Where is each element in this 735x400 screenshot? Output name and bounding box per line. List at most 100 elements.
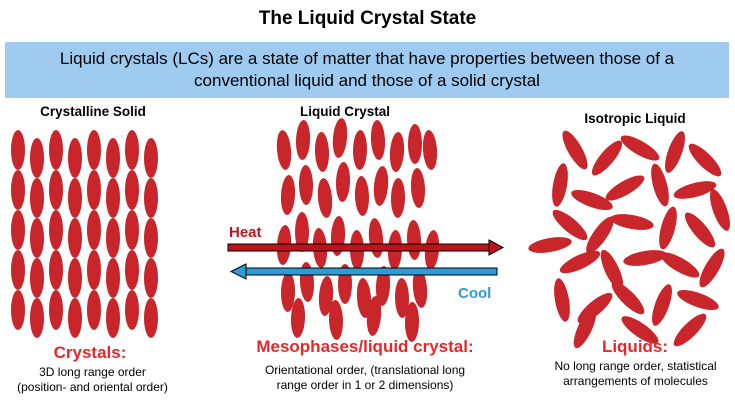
- molecule-shape: [87, 250, 101, 290]
- molecule-shape: [389, 132, 405, 172]
- cool-arrow: [229, 263, 498, 280]
- liquid-crystal-molecules: [276, 118, 440, 342]
- molecule-shape: [87, 290, 101, 330]
- molecule-shape: [87, 210, 101, 250]
- molecule-shape: [144, 298, 158, 338]
- molecule-shape: [125, 170, 139, 210]
- molecule-shape: [352, 130, 368, 170]
- molecule-shape: [410, 168, 426, 208]
- molecule-shape: [280, 272, 296, 312]
- molecule-shape: [87, 130, 101, 170]
- definition-line-1: Liquid crystals (LCs) are a state of mat…: [59, 49, 675, 68]
- molecule-shape: [68, 178, 82, 218]
- molecule-shape: [49, 170, 63, 210]
- molecule-shape: [554, 278, 570, 322]
- molecule-shape: [673, 313, 707, 347]
- molecule-shape: [106, 178, 120, 218]
- molecule-shape: [280, 175, 296, 215]
- molecule-shape: [295, 212, 309, 252]
- crystals-desc-line-2: (position- and oriental order): [17, 380, 168, 394]
- molecule-shape: [368, 218, 384, 258]
- liquids-description: No long range order, statistical arrange…: [538, 359, 733, 389]
- isotropic-liquid-molecules: [528, 130, 730, 349]
- molecule-shape: [665, 131, 685, 173]
- molecule-shape: [620, 135, 660, 161]
- molecule-shape: [652, 284, 672, 326]
- definition-banner: Liquid crystals (LCs) are a state of mat…: [5, 42, 729, 98]
- molecule-shape: [699, 248, 725, 288]
- molecule-shape: [11, 130, 25, 170]
- molecule-shape: [422, 130, 438, 170]
- molecule-shape: [621, 316, 659, 344]
- molecule-shape: [144, 218, 158, 258]
- heat-arrow: [227, 239, 505, 256]
- mesophases-description: Orientational order, (translational long…: [240, 363, 490, 393]
- molecule-shape: [552, 209, 588, 241]
- molecule-shape: [125, 130, 139, 170]
- molecule-shape: [125, 290, 139, 330]
- molecule-shape: [370, 120, 386, 160]
- isotropic-liquid-label: Isotropic Liquid: [584, 111, 686, 126]
- molecule-shape: [677, 290, 719, 310]
- molecule-shape: [276, 130, 292, 170]
- molecule-shape: [68, 218, 82, 258]
- molecule-shape: [610, 214, 654, 230]
- crystals-title: Crystals:: [53, 343, 127, 362]
- molecule-shape: [30, 298, 44, 338]
- molecule-shape: [412, 268, 428, 308]
- molecule-shape: [144, 138, 158, 178]
- liquids-title: Liquids:: [601, 337, 669, 356]
- molecule-shape: [144, 178, 158, 218]
- molecule-shape: [68, 298, 82, 338]
- molecule-shape: [49, 250, 63, 290]
- mesophases-desc-line-1: Orientational order, (translational long: [264, 363, 466, 377]
- molecule-shape: [390, 178, 406, 218]
- liquids-desc-line-2: arrangements of molecules: [563, 374, 708, 388]
- molecule-shape: [366, 296, 382, 336]
- molecule-shape: [295, 120, 311, 160]
- molecule-shape: [373, 166, 389, 206]
- mesophases-title: Mesophases/liquid crystal:: [256, 337, 474, 356]
- molecule-shape: [298, 165, 314, 205]
- molecule-shape: [408, 124, 422, 164]
- molecule-shape: [335, 162, 351, 202]
- molecule-shape: [404, 302, 420, 342]
- molecule-shape: [68, 258, 82, 298]
- molecule-shape: [49, 290, 63, 330]
- molecule-shape: [688, 143, 722, 177]
- molecule-shape: [30, 218, 44, 258]
- molecule-shape: [660, 252, 700, 278]
- molecule-shape: [106, 298, 120, 338]
- molecule-shape: [314, 132, 330, 172]
- molecule-shape: [562, 130, 588, 170]
- molecule-shape: [30, 178, 44, 218]
- molecule-shape: [11, 290, 25, 330]
- molecule-shape: [106, 218, 120, 258]
- molecule-shape: [710, 189, 730, 231]
- molecule-shape: [573, 307, 597, 349]
- molecule-shape: [651, 163, 669, 207]
- molecule-shape: [87, 170, 101, 210]
- molecule-shape: [317, 178, 333, 218]
- molecule-shape: [328, 300, 344, 340]
- crystalline-solid-label: Crystalline Solid: [40, 104, 146, 119]
- molecule-shape: [106, 138, 120, 178]
- molecule-shape: [600, 249, 624, 291]
- molecule-shape: [406, 220, 422, 260]
- definition-line-2: conventional liquid and those of a solid…: [194, 71, 540, 90]
- page-title: The Liquid Crystal State: [258, 8, 477, 29]
- crystals-desc-line-1: 3D long range order: [39, 365, 146, 379]
- molecule-shape: [49, 210, 63, 250]
- molecule-shape: [11, 210, 25, 250]
- crystals-description: 3D long range order (position- and orien…: [0, 365, 185, 395]
- molecule-shape: [106, 258, 120, 298]
- molecule-shape: [30, 258, 44, 298]
- molecule-shape: [673, 181, 717, 199]
- molecule-shape: [11, 250, 25, 290]
- molecule-shape: [49, 130, 63, 170]
- molecule-shape: [125, 210, 139, 250]
- molecule-shape: [68, 138, 82, 178]
- crystalline-solid-molecules: [11, 130, 158, 338]
- molecule-shape: [586, 216, 614, 254]
